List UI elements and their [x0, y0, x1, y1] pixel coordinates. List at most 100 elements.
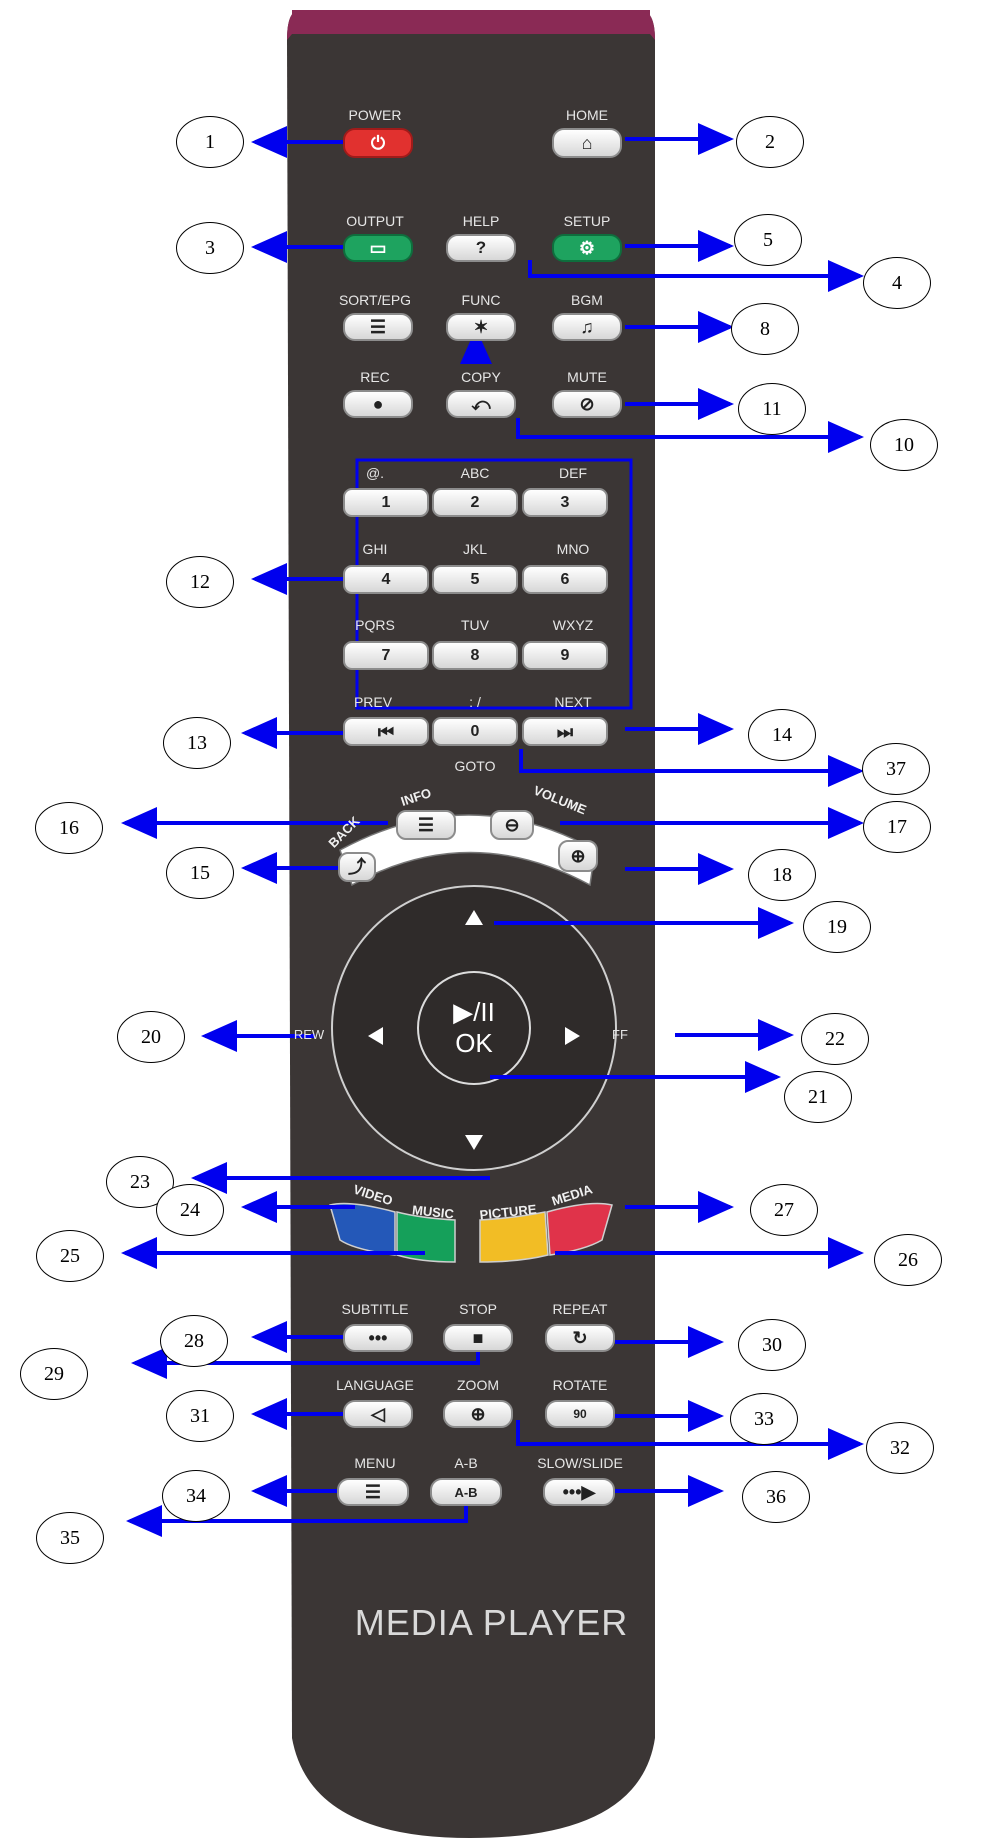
rotate-button[interactable]: 90 [545, 1400, 615, 1428]
callout-33: 33 [730, 1393, 798, 1445]
help-label: HELP [462, 213, 500, 229]
callout-32: 32 [866, 1422, 934, 1474]
info-button[interactable]: ☰ [396, 810, 456, 840]
play-pause-glyph: ▶/II [453, 997, 495, 1027]
slow-slide-label: SLOW/SLIDE [537, 1455, 623, 1471]
digit-6-button[interactable]: 6 [522, 565, 608, 594]
zoom-icon: ⊕ [470, 1404, 486, 1424]
digit-8-button[interactable]: 8 [432, 641, 518, 670]
digit-1-button[interactable]: 1 [343, 488, 429, 517]
stop-button[interactable]: ■ [443, 1324, 513, 1352]
func-icon: ✶ [473, 317, 489, 337]
callout-27: 27 [750, 1184, 818, 1236]
callout-21: 21 [784, 1071, 852, 1123]
ok-button[interactable]: ▶/II OK [421, 978, 527, 1078]
info-icon: ☰ [417, 815, 435, 835]
home-label: HOME [566, 107, 608, 123]
callout-19: 19 [803, 901, 871, 953]
copy-icon: ⤺ [471, 394, 491, 414]
zoom-label: ZOOM [457, 1377, 499, 1393]
next-label: NEXT [554, 694, 592, 710]
power-button[interactable]: ⏻ [343, 128, 413, 158]
back-button[interactable]: ⤴ [338, 852, 376, 882]
slow-slide-button[interactable]: •••▶ [543, 1478, 615, 1506]
callout-8: 8 [731, 303, 799, 355]
callout-14: 14 [748, 709, 816, 761]
return-icon: ⤴ [348, 857, 366, 877]
next-button[interactable]: ⏭ [522, 717, 608, 746]
callout-3: 3 [176, 222, 244, 274]
volume-down-button[interactable]: ⊖ [490, 810, 534, 840]
dpad-left-button[interactable] [352, 1006, 398, 1066]
music-note-icon: ♫ [580, 317, 594, 337]
sort-epg-button[interactable]: ☰ [343, 313, 413, 341]
goto-label: GOTO [454, 758, 496, 774]
repeat-icon: ↻ [572, 1328, 588, 1348]
language-button[interactable]: ◁ [343, 1400, 413, 1428]
power-label: POWER [348, 107, 402, 123]
digit-7-button[interactable]: 7 [343, 641, 429, 670]
ab-glyph: A-B [454, 1484, 478, 1500]
callout-4: 4 [863, 257, 931, 309]
video-button [329, 1202, 396, 1256]
list-icon: ☰ [369, 317, 387, 337]
ok-ring [417, 971, 531, 1085]
music-button [396, 1211, 456, 1263]
digit-5-button[interactable]: 5 [432, 565, 518, 594]
repeat-button[interactable]: ↻ [545, 1324, 615, 1352]
volume-up-button[interactable]: ⊕ [558, 840, 598, 872]
digit-3-button[interactable]: 3 [522, 488, 608, 517]
callout-31: 31 [166, 1390, 234, 1442]
skip-back-icon: ⏮ [377, 721, 395, 742]
dpad-down-button[interactable] [444, 1114, 504, 1158]
ab-button[interactable]: A-B [430, 1478, 502, 1506]
callout-13: 13 [163, 717, 231, 769]
setup-button[interactable]: ⚙ [552, 234, 622, 262]
digit-4-button[interactable]: 4 [343, 565, 429, 594]
stop-icon: ■ [472, 1328, 484, 1348]
slow-play-icon: •••▶ [562, 1482, 596, 1502]
mute-button[interactable]: ⊘ [552, 390, 622, 418]
ok-text: OK [455, 1028, 493, 1058]
mute-label: MUTE [567, 369, 607, 385]
prev-button[interactable]: ⏮ [343, 717, 429, 746]
rec-button[interactable]: ● [343, 390, 413, 418]
digit-9-button[interactable]: 9 [522, 641, 608, 670]
help-button[interactable]: ? [446, 234, 516, 262]
callout-25: 25 [36, 1230, 104, 1282]
digit-2-button[interactable]: 2 [432, 488, 518, 517]
callout-34: 34 [162, 1470, 230, 1522]
bgm-label: BGM [571, 292, 603, 308]
callout-5: 5 [734, 214, 802, 266]
output-button[interactable]: ▭ [343, 234, 413, 262]
callout-26: 26 [874, 1234, 942, 1286]
callout-28: 28 [160, 1315, 228, 1367]
digit-0-button[interactable]: 0 [432, 717, 518, 746]
setup-label: SETUP [563, 213, 611, 229]
picture-button [479, 1211, 549, 1263]
dpad-up-button[interactable] [444, 898, 504, 942]
func-button[interactable]: ✶ [446, 313, 516, 341]
menu-label: MENU [354, 1455, 396, 1471]
callout-15: 15 [166, 847, 234, 899]
func-label: FUNC [461, 292, 501, 308]
rotate-label: ROTATE [552, 1377, 608, 1393]
callout-2: 2 [736, 116, 804, 168]
keypad-label-1: @. [365, 465, 385, 481]
sort-epg-label: SORT/EPG [338, 292, 412, 308]
bgm-button[interactable]: ♫ [552, 313, 622, 341]
minus-icon: ⊖ [504, 815, 520, 835]
menu-button[interactable]: ☰ [337, 1478, 409, 1506]
dpad-right-button[interactable] [552, 1006, 598, 1066]
plus-icon: ⊕ [570, 846, 586, 866]
arrows [121, 123, 864, 1537]
top-band-fill [292, 10, 650, 34]
zoom-button[interactable]: ⊕ [443, 1400, 513, 1428]
home-button[interactable]: ⌂ [552, 128, 622, 158]
subtitle-button[interactable]: ••• [343, 1324, 413, 1352]
copy-button[interactable]: ⤺ [446, 390, 516, 418]
subtitle-label: SUBTITLE [341, 1301, 409, 1317]
help-glyph: ? [475, 238, 487, 257]
keypad-label-3: DEF [559, 465, 587, 481]
